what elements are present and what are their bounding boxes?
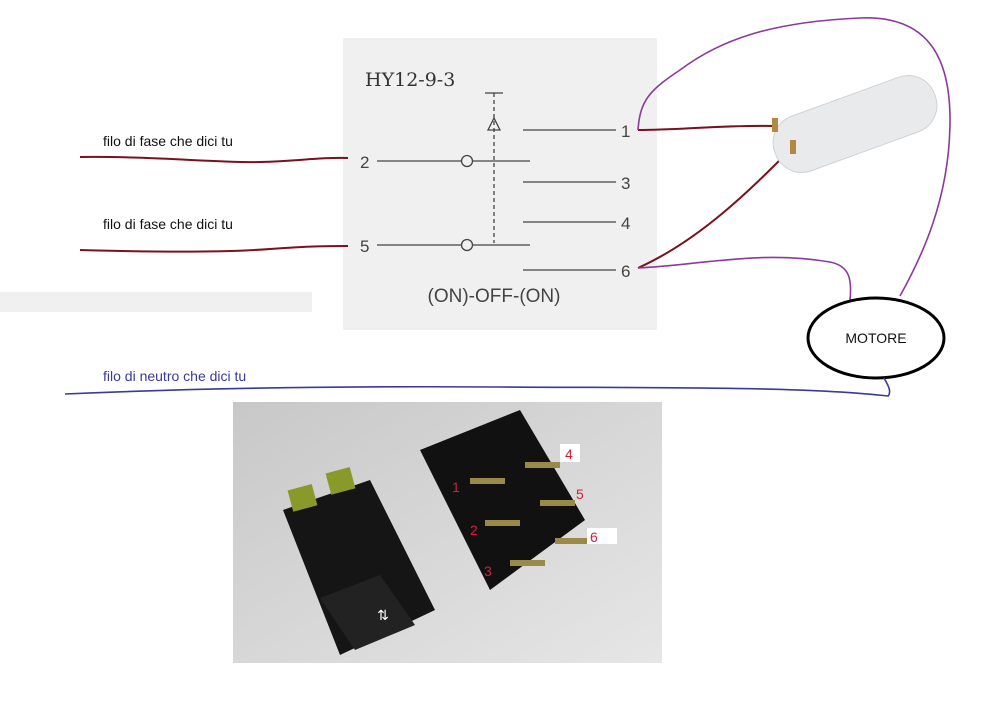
capacitor-image	[772, 75, 938, 173]
pin-1-label: 1	[621, 122, 630, 141]
wire-pin1-motor	[637, 17, 951, 297]
phase-wire-1	[79, 155, 349, 164]
phase-wire-2	[79, 245, 349, 253]
wire-pin1-capacitor	[637, 124, 776, 131]
pin-6-label: 6	[621, 262, 630, 281]
pin-5-label: 5	[360, 237, 369, 256]
pin-4-label: 4	[621, 214, 630, 233]
motor-label: MOTORE	[845, 330, 906, 346]
switch-model-label: HY12-9-3	[365, 69, 455, 91]
pivot-2-icon	[460, 154, 474, 168]
pin-2-label: 2	[360, 153, 369, 172]
motor-symbol	[806, 296, 946, 380]
rocker-switch-back	[420, 410, 585, 590]
photo-terminal-6-label: 6	[590, 529, 598, 545]
switch-photo: ⇅ 1 2 3 4 5 6	[233, 402, 662, 663]
photo-terminal-2-label: 2	[470, 522, 478, 538]
schematic-panel	[343, 38, 657, 330]
neutral-wire-label: filo di neutro che dici tu	[103, 368, 246, 384]
photo-terminal-5-label: 5	[576, 486, 584, 502]
gray-strip	[0, 292, 312, 312]
photo-terminal-3-label: 3	[484, 563, 492, 579]
pivot-5-icon	[460, 238, 474, 252]
phase-wire-1-label: filo di fase che dici tu	[103, 133, 233, 149]
rocker-arrows-icon: ⇅	[377, 608, 389, 624]
phase-wire-2-label: filo di fase che dici tu	[103, 216, 233, 232]
switch-mode-label: (ON)-OFF-(ON)	[428, 286, 561, 307]
wire-pin6-motor	[637, 256, 852, 301]
wire-pin6-capacitor	[637, 149, 791, 269]
photo-terminal-1-label: 1	[452, 479, 460, 495]
switch-schematic: HY12-9-3 1 2 3 4 5 6 (ON)-OFF-(ON)	[343, 38, 657, 330]
actuator-arrow-icon	[486, 116, 502, 131]
photo-terminal-4-label: 4	[565, 446, 573, 462]
pin-3-label: 3	[621, 174, 630, 193]
neutral-wire	[64, 377, 891, 397]
